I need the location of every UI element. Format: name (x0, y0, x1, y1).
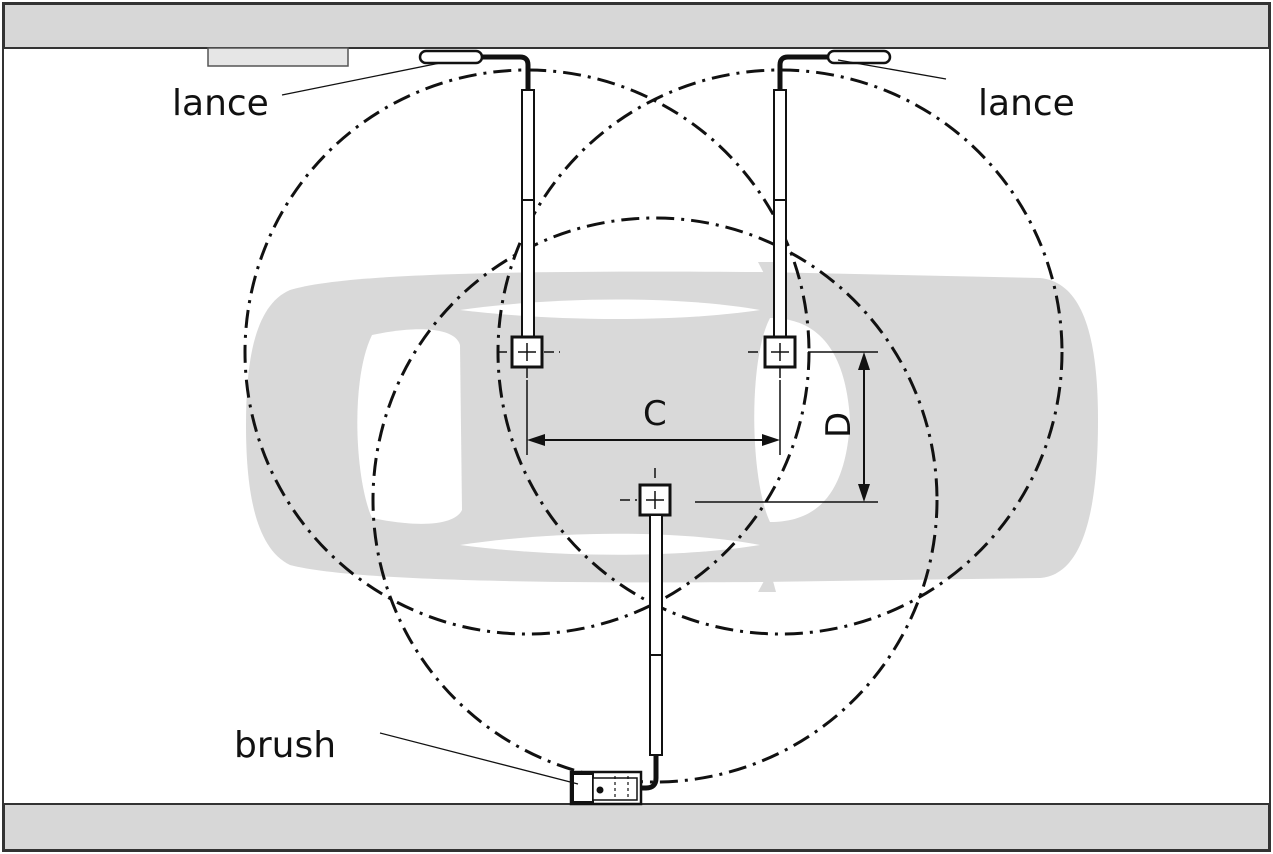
top-wall (3, 3, 1270, 49)
label-lance-right: lance (978, 83, 1075, 124)
car-icon (246, 262, 1098, 592)
dimension-c (526, 380, 781, 455)
reach-circle-center (371, 216, 939, 784)
bottom-wall (3, 803, 1270, 851)
leader-brush (379, 732, 579, 785)
brush-boom (569, 483, 672, 806)
label-lance-left: lance (172, 83, 269, 124)
lance-boom-right (763, 49, 892, 369)
leader-lance-right (837, 59, 947, 80)
lance-boom-left (418, 49, 544, 369)
label-dimension-c: C (643, 394, 667, 434)
leader-lance-left (281, 62, 441, 96)
label-brush: brush (234, 725, 336, 766)
label-dimension-d: D (819, 412, 859, 438)
dimension-d (695, 351, 878, 503)
wall-plate (207, 47, 349, 67)
